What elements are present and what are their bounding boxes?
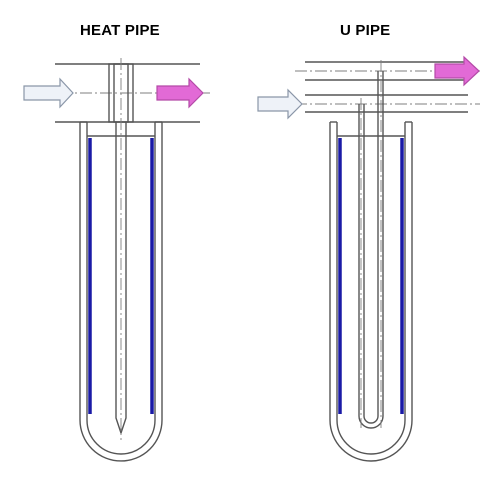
u-pipe-outer-tube — [329, 121, 413, 462]
u-pipe-title: U PIPE — [340, 22, 391, 39]
heat-pipe-inlet-arrow — [23, 77, 74, 109]
heat-pipe-outlet-arrow — [156, 77, 204, 109]
heat-pipe-rod — [115, 58, 127, 440]
u-pipe-outlet-arrow — [434, 55, 480, 87]
u-pipe-absorber-coating — [338, 138, 404, 414]
u-pipe-diagram — [257, 55, 480, 462]
u-pipe-manifold — [295, 61, 480, 113]
u-pipe-inlet-arrow — [257, 88, 303, 120]
heat-pipe-outer-tube — [79, 121, 163, 462]
heat-pipe-title: HEAT PIPE — [80, 22, 160, 39]
heat-pipe-diagram — [23, 58, 210, 462]
u-pipe-u-tube — [358, 60, 384, 429]
heat-pipe-absorber-coating — [88, 138, 154, 414]
